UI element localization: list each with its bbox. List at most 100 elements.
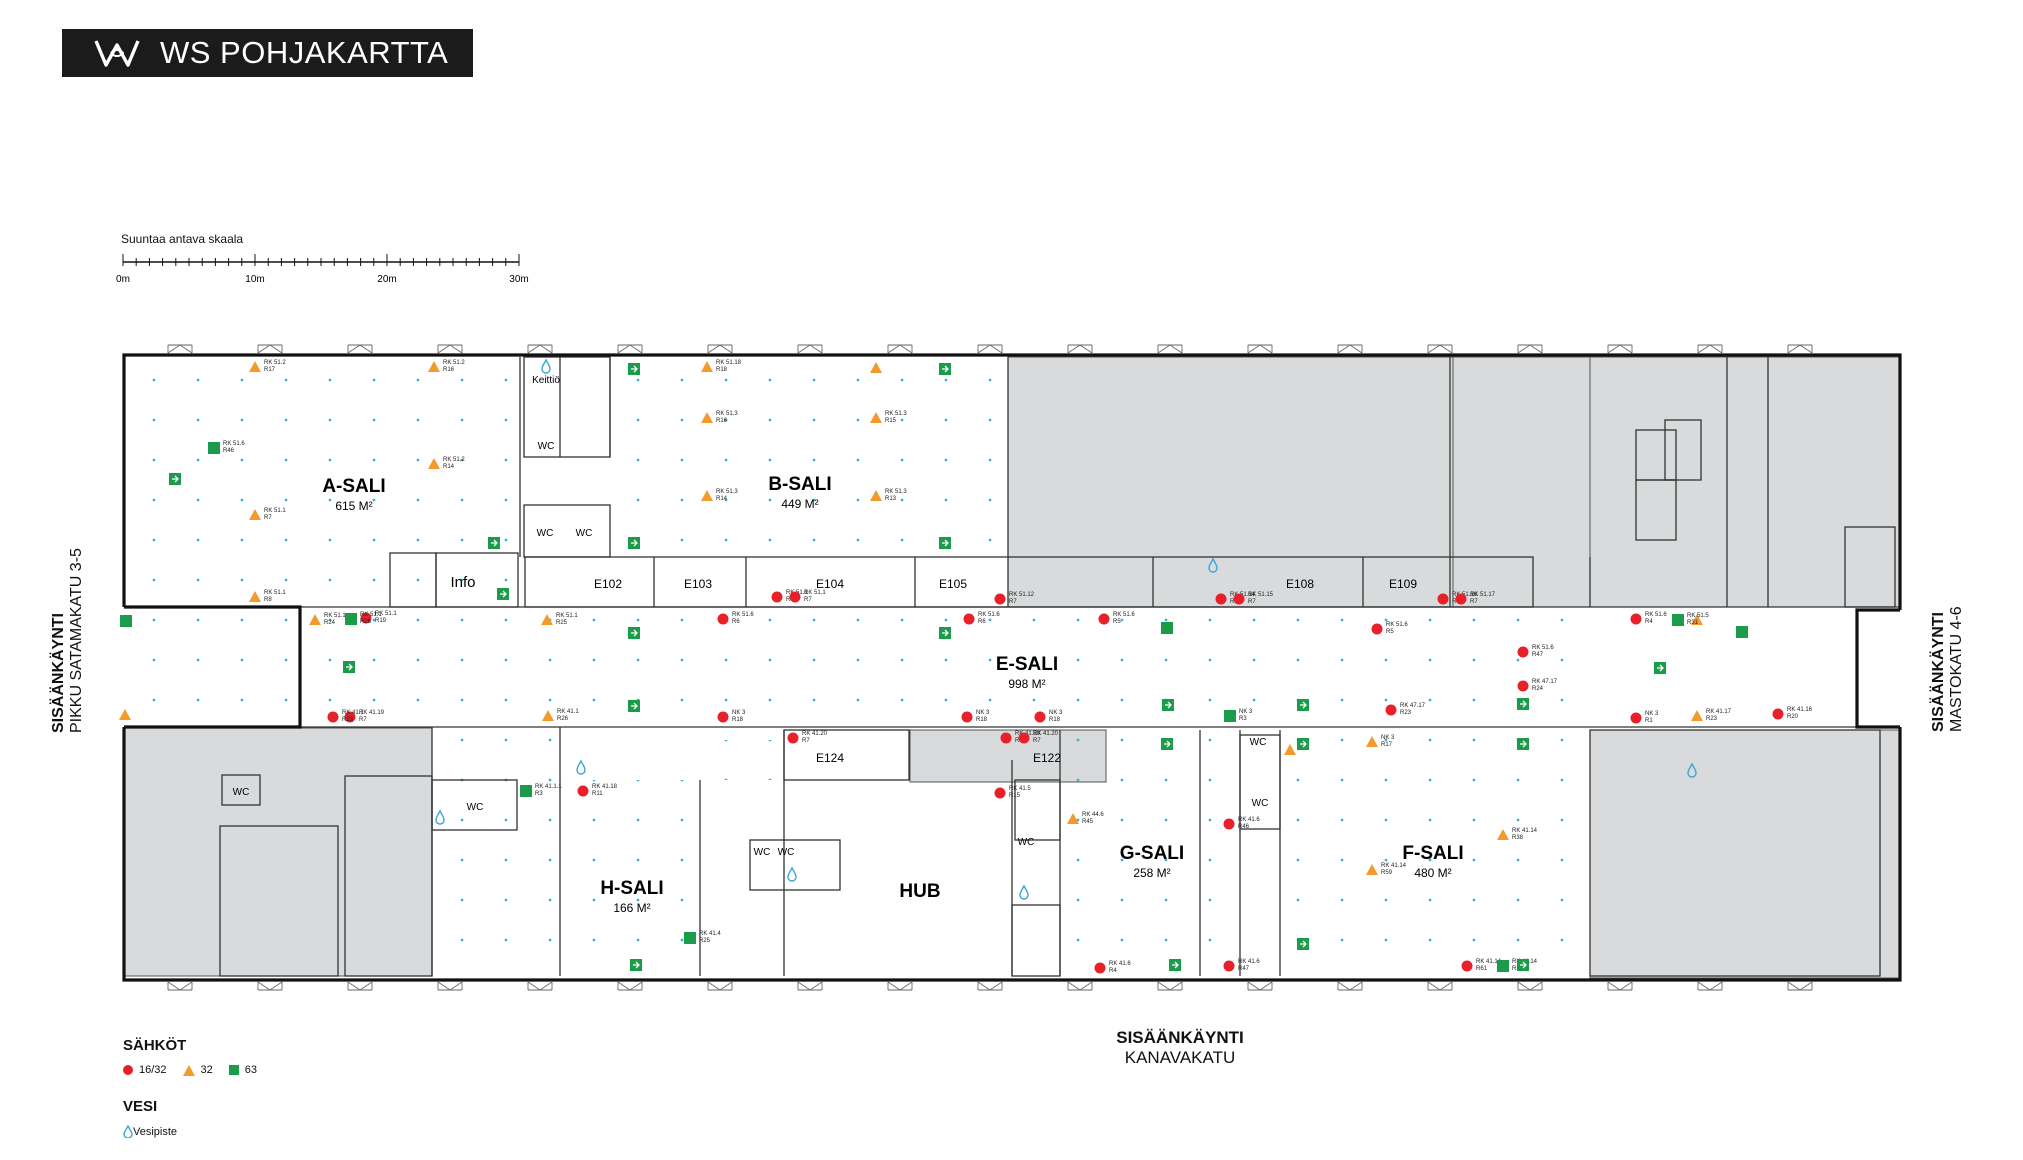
marker-label: NK 3 (732, 710, 746, 716)
marker-label: RK 41.1 (342, 710, 364, 716)
legend-water-row: Vesipiste (123, 1125, 423, 1138)
marker-label: RK 51.1 (804, 590, 826, 596)
marker-label: R7 (1470, 599, 1478, 605)
marker-label: RK 51.14 (1230, 592, 1256, 598)
power-outlet-16-32 (1371, 623, 1383, 635)
water-point-icon (435, 809, 445, 825)
room-a-sali-area: 615 M² (335, 499, 372, 513)
marker-label: RK 41.19 (359, 710, 385, 716)
entrance-west-title: SISÄÄNKÄYNTI (50, 612, 67, 733)
grey-areas (123, 356, 1901, 979)
power-outlet-32 (541, 614, 553, 625)
power-outlet-16-32 (1517, 680, 1529, 692)
room-f-sali: F-SALI (1402, 843, 1463, 864)
marker-label: RK 47.17 (1532, 679, 1558, 685)
marker-label: RK 51.6 (978, 612, 1000, 618)
marker-label: R14 (716, 496, 728, 502)
marker-label: R4 (1645, 619, 1653, 625)
exit-sign-icon (1297, 938, 1309, 950)
marker-label: RK 51.6 (1532, 645, 1554, 651)
ws-logo-icon (94, 40, 140, 67)
marker-label: RK 41.1 (557, 709, 579, 715)
exit-sign-icon (939, 627, 951, 639)
marker-label: NK 3 (1381, 735, 1395, 741)
power-outlet-63 (1736, 626, 1748, 638)
marker-label: RK 41.20 (802, 731, 828, 737)
exit-sign-icon (628, 627, 640, 639)
marker-label: RK 41.5 (1009, 786, 1031, 792)
scale-tick-10: 10m (245, 274, 264, 285)
marker-label: R8 (264, 597, 272, 603)
exit-sign-icon (497, 588, 509, 600)
power-outlet-63 (684, 932, 696, 944)
legend-power-row: 16/32 32 63 (123, 1064, 423, 1076)
legend: SÄHKÖT 16/32 32 63 VESI Vesipiste (123, 1037, 423, 1160)
scale-tick-0: 0m (116, 274, 130, 285)
outer-walls (122, 353, 1902, 982)
red-circle-icon (123, 1065, 133, 1075)
power-outlet-32 (542, 710, 554, 721)
page-title: WS POHJAKARTTA (160, 35, 449, 70)
exit-sign-icon (628, 363, 640, 375)
water-point-icon (1687, 762, 1697, 778)
entrance-west: SISÄÄNKÄYNTI PIKKU SATAMAKATU 3-5 (50, 548, 86, 733)
power-outlet-16-32 (1223, 960, 1235, 972)
power-outlet-32 (870, 412, 882, 423)
marker-label: RK 41.6 (1238, 817, 1260, 823)
room-e124: E124 (816, 751, 844, 765)
power-outlet-63 (1224, 710, 1236, 722)
power-outlet-16-32 (1455, 593, 1467, 605)
room-e102: E102 (594, 577, 622, 591)
marker-label: RK 51.1 (556, 613, 578, 619)
marker-label: RK 51.16 (1452, 592, 1478, 598)
water-point-icon (1019, 884, 1029, 900)
entrance-west-street: PIKKU SATAMAKATU 3-5 (68, 548, 85, 733)
room-wc-1: WC (538, 441, 555, 452)
marker-label: RK 41.20 (1033, 731, 1059, 737)
marker-label: R3 (535, 791, 543, 797)
power-outlet-16-32 (1517, 646, 1529, 658)
room-wc-5: WC (467, 802, 484, 813)
room-e104: E104 (816, 577, 844, 591)
room-wc-10: WC (1252, 798, 1269, 809)
room-hub: HUB (899, 881, 940, 902)
marker-label: RK 41.16 (1787, 707, 1813, 713)
room-e105: E105 (939, 577, 967, 591)
power-outlet-63 (1161, 622, 1173, 634)
power-outlet-16-32 (1018, 732, 1030, 744)
marker-label: RK 41.17 (1706, 709, 1732, 715)
power-outlet-16-32 (1215, 593, 1227, 605)
green-square-icon (228, 1065, 239, 1075)
marker-label: R7 (1248, 599, 1256, 605)
marker-label: RK 51.5 (1687, 613, 1709, 619)
marker-label: R20 (1787, 714, 1799, 720)
power-outlet-16-32 (717, 711, 729, 723)
power-outlet-16-32 (360, 612, 372, 624)
room-wc-6: WC (754, 847, 771, 858)
marker-label: RK 51.2 (443, 360, 465, 366)
room-e108: E108 (1286, 577, 1314, 591)
marker-label: RK 51.3 (885, 411, 907, 417)
marker-label: R16 (716, 418, 728, 424)
marker-label: RK 41.6 (1238, 959, 1260, 965)
marker-label: R18 (1049, 717, 1061, 723)
room-e122: E122 (1033, 751, 1061, 765)
exit-sign-icon (1169, 959, 1181, 971)
scale-caption: Suuntaa antava skaala (121, 232, 244, 246)
exit-sign-icon (939, 537, 951, 549)
marker-label: R47 (1238, 966, 1250, 972)
grid-dots (124, 357, 1590, 978)
room-wc-7: WC (778, 847, 795, 858)
room-h-sali-area: 166 M² (613, 901, 650, 915)
entrance-south: SISÄÄNKÄYNTI KANAVAKATU (1080, 1028, 1280, 1068)
marker-label: R47 (1532, 652, 1544, 658)
marker-label: NK 3 (1239, 709, 1253, 715)
marker-label: R23 (1400, 710, 1412, 716)
power-outlet-63 (345, 613, 357, 625)
room-e109: E109 (1389, 577, 1417, 591)
title-bar: WS POHJAKARTTA (62, 29, 473, 77)
exit-sign-icon (488, 537, 500, 549)
marker-label: RK 51.1 (264, 590, 286, 596)
marker-label: R19 (375, 618, 387, 624)
